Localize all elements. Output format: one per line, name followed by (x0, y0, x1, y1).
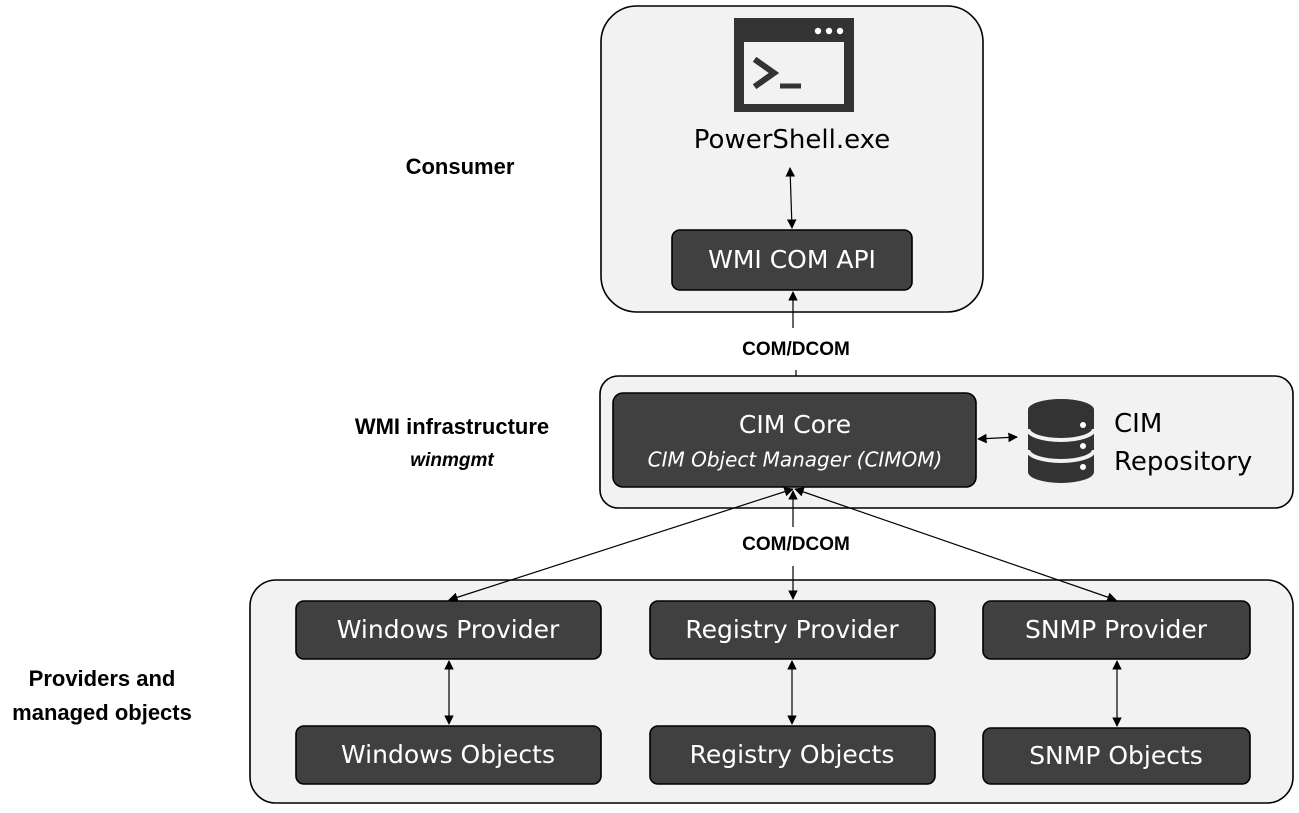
core-windows-provider-connector (448, 487, 794, 602)
powershell-api-connector (785, 167, 797, 229)
cim-core-subtitle: CIM Object Manager (CIMOM) (648, 448, 943, 472)
terminal-window-icon (734, 18, 854, 112)
registry-objects-node[interactable] (649, 725, 936, 785)
windows-objects-label: Windows Objects (341, 740, 555, 769)
core-snmp-provider-connector (794, 487, 1117, 602)
wmi-com-api-label: WMI COM API (708, 245, 876, 274)
snmp-objects-label: SNMP Objects (1029, 741, 1203, 770)
cim-core-title: CIM Core (739, 410, 851, 439)
registry-objects-label: Registry Objects (690, 740, 895, 769)
windows-objects-node[interactable] (295, 725, 602, 785)
cim-repository-label-line1: CIM (1114, 409, 1162, 439)
snmp-provider-label: SNMP Provider (1025, 615, 1208, 644)
com-dcom-upper-label: COM/DCOM (742, 339, 850, 360)
providers-layer-label-line1: Providers and (29, 666, 176, 691)
core-repository-connector (977, 432, 1018, 444)
powershell-label: PowerShell.exe (694, 125, 890, 155)
registry-provider-label: Registry Provider (685, 615, 899, 644)
consumer-layer-label: Consumer (406, 154, 515, 179)
snmp-provider-node[interactable] (982, 600, 1251, 660)
com-dcom-lower-label: COM/DCOM (742, 534, 850, 555)
wmi-com-api-node[interactable] (671, 229, 913, 291)
cim-core-node[interactable] (612, 392, 977, 488)
registry-provider-node[interactable] (649, 600, 936, 660)
snmp-objects-node[interactable] (982, 727, 1251, 785)
cim-repository-label-line2: Repository (1114, 447, 1252, 477)
windows-provider-node[interactable] (295, 600, 602, 660)
infrastructure-layer-label: WMI infrastructure (355, 414, 549, 439)
database-icon (1026, 399, 1096, 483)
infrastructure-service-label: winmgmt (410, 450, 494, 471)
windows-provider-label: Windows Provider (337, 615, 560, 644)
providers-layer-label-line2: managed objects (12, 700, 192, 725)
